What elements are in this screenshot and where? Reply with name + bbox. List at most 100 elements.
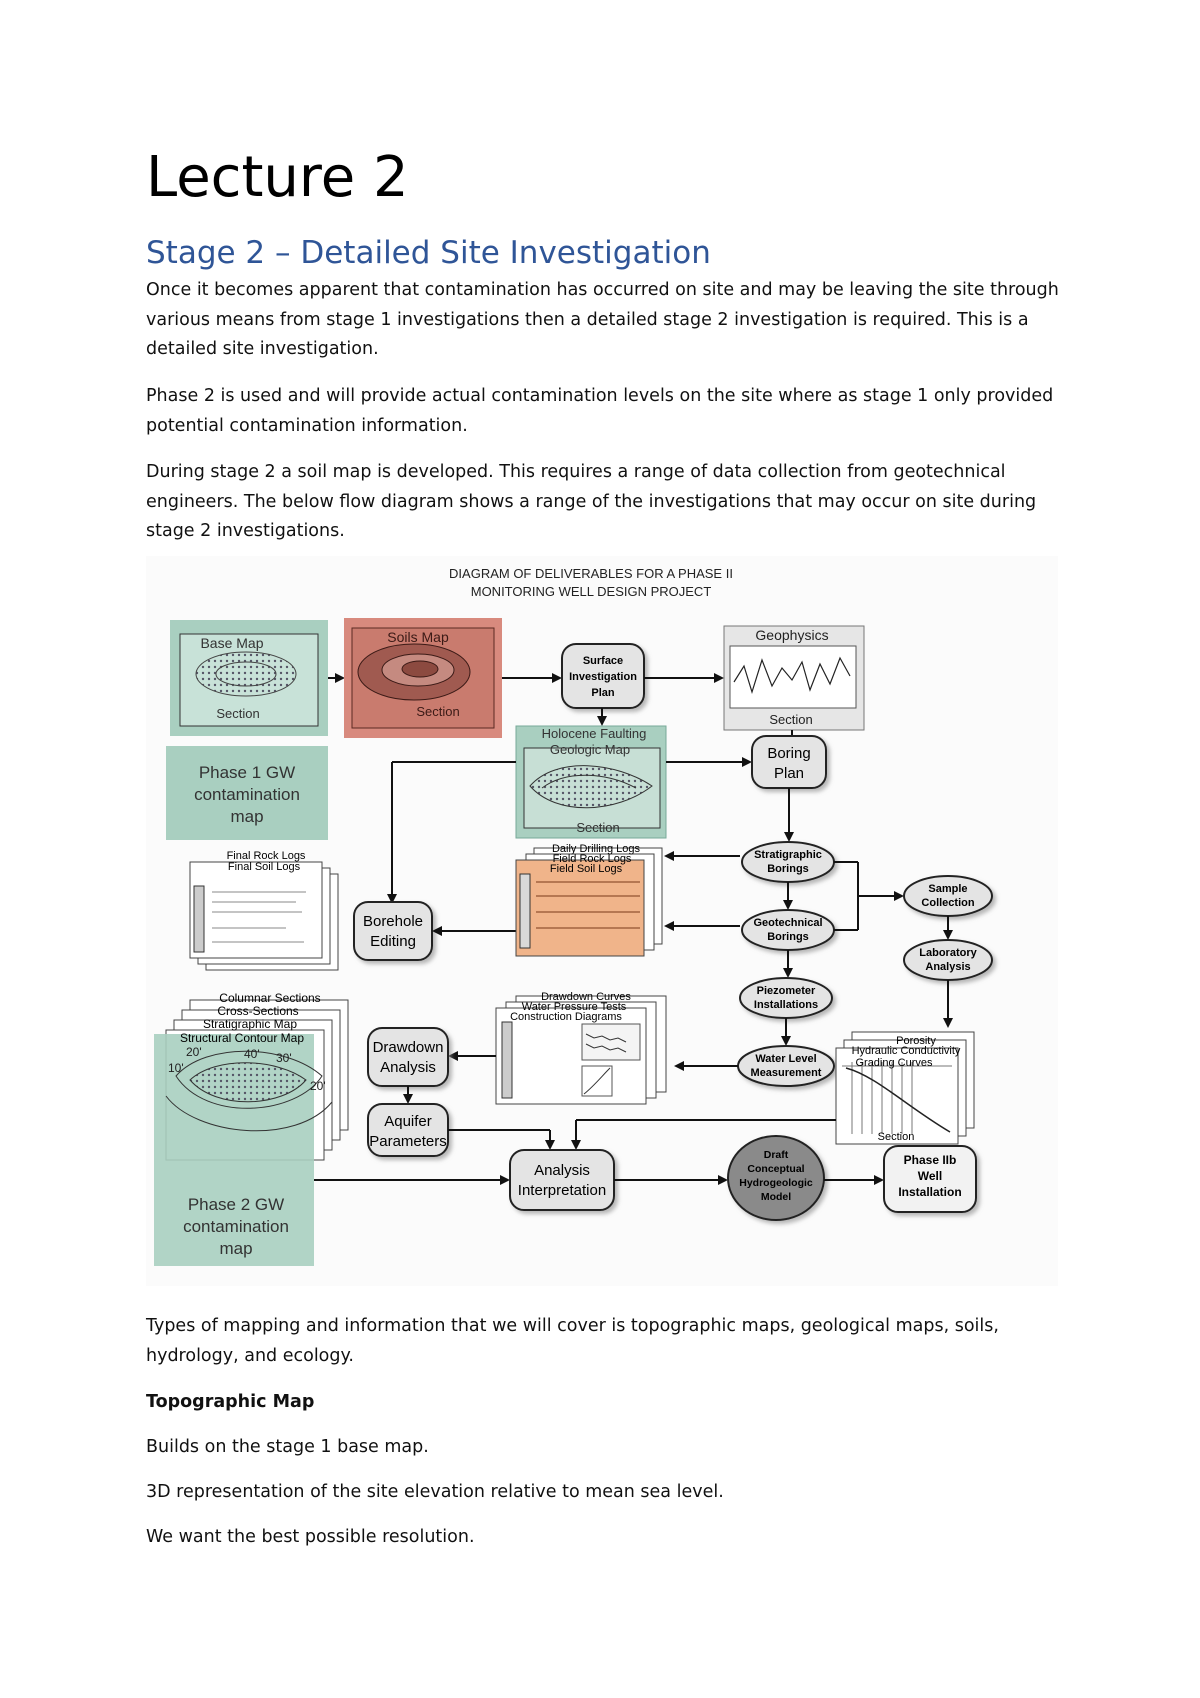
paragraph-soil-map: During stage 2 a soil map is developed. …: [146, 462, 1037, 541]
paragraph-3d-representation: 3D representation of the site elevation …: [146, 1482, 724, 1502]
paragraph-builds-on: Builds on the stage 1 base map.: [146, 1437, 429, 1457]
svg-text:contamination: contamination: [194, 785, 300, 804]
lab-results-stack: Porosity Hydraulic Conductivity Grading …: [835, 1031, 975, 1145]
svg-text:Collection: Collection: [921, 897, 974, 909]
svg-text:Installation: Installation: [898, 1185, 961, 1199]
svg-text:Cross-Sections: Cross-Sections: [217, 1004, 298, 1018]
svg-text:Hydraulic Conductivity: Hydraulic Conductivity: [852, 1045, 961, 1057]
svg-text:Daily Drilling Logs: Daily Drilling Logs: [552, 843, 641, 855]
svg-text:Stratigraphic: Stratigraphic: [754, 849, 822, 861]
svg-text:Final Rock Logs: Final Rock Logs: [227, 850, 306, 862]
svg-text:Geotechnical: Geotechnical: [753, 917, 822, 929]
geotechnical-borings-node: Geotechnical Borings: [741, 909, 835, 951]
svg-text:Plan: Plan: [591, 687, 615, 699]
svg-text:Stratigraphic Map: Stratigraphic Map: [203, 1017, 297, 1031]
svg-text:Water Pressure Tests: Water Pressure Tests: [522, 1001, 627, 1013]
svg-text:Hydrogeologic: Hydrogeologic: [739, 1177, 813, 1189]
svg-text:Draft: Draft: [764, 1149, 789, 1161]
svg-text:map: map: [230, 807, 263, 826]
svg-text:Final Soil Logs: Final Soil Logs: [228, 861, 301, 873]
soils-map-section-label: Section: [416, 704, 459, 719]
svg-text:Phase 1 GW: Phase 1 GW: [199, 763, 295, 782]
svg-text:Drawdown Curves: Drawdown Curves: [541, 991, 631, 1003]
svg-text:Holocene Faulting: Holocene Faulting: [542, 726, 647, 741]
analysis-interpretation-node: Analysis Interpretation: [509, 1149, 615, 1211]
piezometer-installations-node: Piezometer Installations: [739, 977, 833, 1019]
draft-conceptual-model-node: Draft Conceptual Hydrogeologic Model: [727, 1135, 825, 1221]
svg-text:Construction Diagrams: Construction Diagrams: [510, 1011, 622, 1023]
svg-text:Piezometer: Piezometer: [757, 985, 816, 997]
section-heading: Stage 2 – Detailed Site Investigation: [146, 235, 711, 271]
base-map-section-label: Section: [216, 706, 259, 721]
soils-map-label: Soils Map: [387, 629, 449, 645]
svg-text:Borings: Borings: [767, 863, 809, 875]
svg-text:Sample: Sample: [928, 883, 967, 895]
boring-plan-node: Boring Plan: [751, 735, 827, 789]
svg-text:20': 20': [186, 1045, 202, 1059]
page-title: Lecture 2: [146, 145, 409, 210]
svg-text:Boring: Boring: [767, 745, 810, 762]
drawdown-pages-stack: Drawdown Curves Water Pressure Tests Con…: [495, 991, 667, 1105]
base-map-label: Base Map: [200, 635, 263, 651]
stratigraphic-borings-node: Stratigraphic Borings: [741, 841, 835, 883]
soils-map-box: Soils Map Section: [344, 618, 502, 738]
svg-text:40': 40': [244, 1047, 260, 1061]
svg-text:Phase IIb: Phase IIb: [904, 1153, 957, 1167]
svg-text:Porosity: Porosity: [896, 1035, 936, 1047]
paragraph-intro: Once it becomes apparent that contaminat…: [146, 280, 1059, 359]
svg-text:Conceptual: Conceptual: [747, 1163, 804, 1175]
diagram-title-2: MONITORING WELL DESIGN PROJECT: [471, 584, 712, 599]
svg-text:Geologic Map: Geologic Map: [550, 742, 630, 757]
svg-text:Editing: Editing: [370, 933, 416, 950]
phase1-gw-box: Phase 1 GW contamination map: [166, 746, 328, 840]
svg-text:Laboratory: Laboratory: [919, 947, 977, 959]
flow-diagram-figure: DIAGRAM OF DELIVERABLES FOR A PHASE II M…: [146, 556, 1058, 1286]
svg-text:Aquifer: Aquifer: [384, 1113, 432, 1130]
borehole-editing-node: Borehole Editing: [353, 901, 433, 961]
svg-text:Section: Section: [878, 1131, 915, 1143]
svg-text:Structural Contour Map: Structural Contour Map: [180, 1031, 304, 1045]
geophysics-section-label: Section: [769, 712, 812, 727]
svg-text:Parameters: Parameters: [369, 1133, 447, 1150]
paragraph-mapping-types: Types of mapping and information that we…: [146, 1316, 999, 1366]
svg-text:map: map: [219, 1239, 252, 1258]
svg-text:Model: Model: [761, 1191, 791, 1203]
svg-text:Analysis: Analysis: [925, 961, 970, 973]
svg-text:Columnar Sections: Columnar Sections: [219, 991, 320, 1005]
phase-iib-well-installation-node: Phase IIb Well Installation: [883, 1145, 977, 1213]
map-sections-stack: Columnar Sections Cross-Sections Stratig…: [154, 991, 349, 1266]
svg-text:20': 20': [310, 1079, 326, 1093]
svg-text:10': 10': [168, 1061, 184, 1075]
svg-text:Borehole: Borehole: [363, 913, 423, 930]
field-logs-stack: Daily Drilling Logs Field Rock Logs Fiel…: [515, 843, 663, 957]
flow-diagram: DIAGRAM OF DELIVERABLES FOR A PHASE II M…: [146, 556, 1058, 1286]
svg-text:Field Soil Logs: Field Soil Logs: [550, 863, 623, 875]
svg-text:Drawdown: Drawdown: [373, 1039, 444, 1056]
final-logs-stack: Final Rock Logs Final Soil Logs: [189, 850, 339, 971]
diagram-title-1: DIAGRAM OF DELIVERABLES FOR A PHASE II: [449, 566, 733, 581]
svg-text:Measurement: Measurement: [751, 1067, 822, 1079]
svg-text:Well: Well: [918, 1169, 942, 1183]
geophysics-label: Geophysics: [755, 627, 828, 643]
paragraph-phase2: Phase 2 is used and will provide actual …: [146, 386, 1054, 436]
svg-text:Analysis: Analysis: [380, 1059, 436, 1076]
svg-text:Grading Curves: Grading Curves: [855, 1057, 933, 1069]
svg-text:Investigation: Investigation: [569, 671, 637, 683]
svg-text:Field Rock Logs: Field Rock Logs: [553, 853, 632, 865]
svg-text:Water Level: Water Level: [755, 1053, 816, 1065]
svg-text:Phase 2 GW: Phase 2 GW: [188, 1195, 284, 1214]
geophysics-box: Geophysics Section: [723, 625, 865, 731]
sample-collection-node: Sample Collection: [903, 875, 993, 917]
surface-investigation-plan-node: Surface Investigation Plan: [561, 643, 645, 709]
svg-text:Installations: Installations: [754, 999, 818, 1011]
water-level-measurement-node: Water Level Measurement: [737, 1045, 835, 1087]
laboratory-analysis-node: Laboratory Analysis: [903, 939, 993, 981]
drawdown-analysis-node: Drawdown Analysis: [367, 1027, 449, 1087]
holocene-section-label: Section: [576, 820, 619, 835]
svg-text:Borings: Borings: [767, 931, 809, 943]
svg-text:Surface: Surface: [583, 655, 623, 667]
aquifer-parameters-node: Aquifer Parameters: [367, 1103, 449, 1157]
holocene-geologic-map-box: Holocene Faulting Geologic Map Section: [515, 725, 667, 839]
svg-text:contamination: contamination: [183, 1217, 289, 1236]
